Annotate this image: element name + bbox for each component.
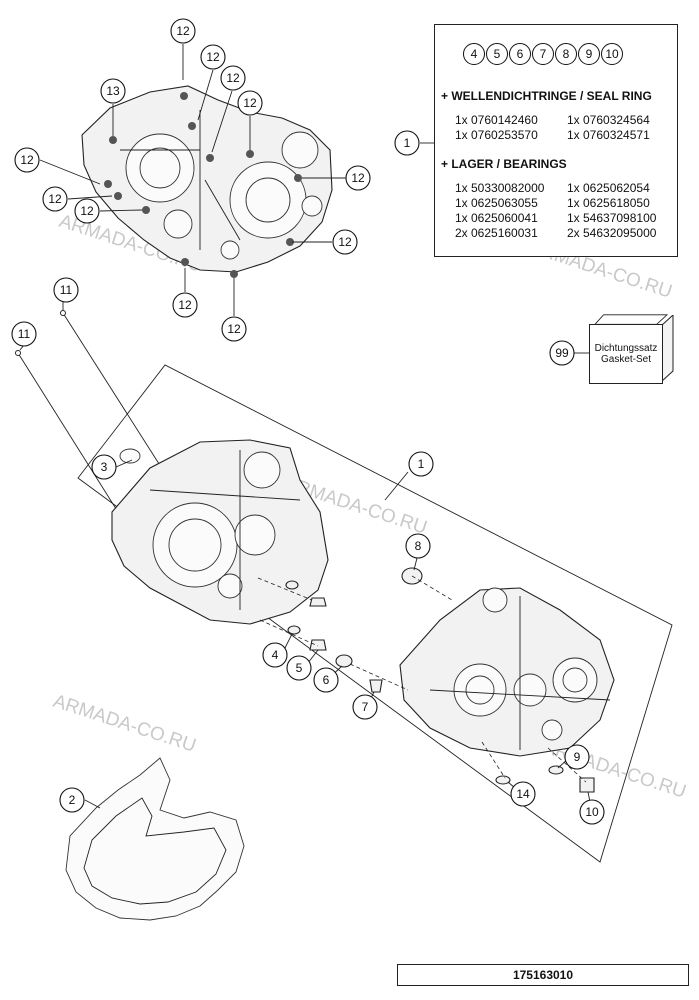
left-crankcase-half bbox=[111, 439, 329, 625]
svg-text:12: 12 bbox=[48, 192, 62, 206]
part-number: 1x 0760324571 bbox=[567, 128, 650, 142]
svg-text:12: 12 bbox=[206, 50, 220, 64]
callout-12-i: 12 bbox=[332, 229, 358, 255]
callout-9: 9 bbox=[564, 744, 590, 770]
part-number: 1x 0625060041 bbox=[455, 211, 538, 225]
kit-number: 7 bbox=[532, 43, 554, 65]
callout-4: 4 bbox=[262, 642, 288, 668]
callout-12-b: 12 bbox=[200, 44, 226, 70]
svg-text:13: 13 bbox=[106, 84, 120, 98]
svg-text:12: 12 bbox=[338, 235, 352, 249]
right-crankcase-half bbox=[399, 587, 615, 757]
crankcase-gasket bbox=[65, 757, 245, 921]
callout-12-c: 12 bbox=[220, 65, 246, 91]
callout-12-h: 12 bbox=[345, 165, 371, 191]
kit-number-row: 4 5 6 7 8 9 10 bbox=[463, 43, 623, 65]
kit-number: 8 bbox=[555, 43, 577, 65]
callout-12-e: 12 bbox=[14, 147, 40, 173]
part-number: 2x 54632095000 bbox=[567, 226, 657, 240]
callout-6: 6 bbox=[313, 667, 339, 693]
callout-2: 2 bbox=[59, 787, 85, 813]
part-number: 1x 50330082000 bbox=[455, 181, 545, 195]
gasket-set-label: Dichtungssatz Gasket-Set bbox=[589, 324, 663, 384]
svg-text:12: 12 bbox=[226, 71, 240, 85]
svg-text:4: 4 bbox=[272, 648, 279, 662]
callout-12-k: 12 bbox=[221, 316, 247, 342]
bearings-heading: + LAGER / BEARINGS bbox=[441, 157, 567, 171]
svg-text:9: 9 bbox=[574, 750, 581, 764]
gasket-set-box: Dichtungssatz Gasket-Set bbox=[589, 314, 674, 384]
part-number: 1x 0625063055 bbox=[455, 196, 538, 210]
svg-text:12: 12 bbox=[80, 204, 94, 218]
callout-12-j: 12 bbox=[172, 292, 198, 318]
kit-number: 10 bbox=[601, 43, 623, 65]
kit-number: 6 bbox=[509, 43, 531, 65]
part-number: 1x 0625618050 bbox=[567, 196, 650, 210]
callout-1-top: 1 bbox=[394, 130, 420, 156]
svg-text:8: 8 bbox=[415, 539, 422, 553]
part-number: 1x 0760253570 bbox=[455, 128, 538, 142]
callout-1-main: 1 bbox=[408, 451, 434, 477]
crankcase-gasket-inner bbox=[83, 797, 227, 905]
svg-text:12: 12 bbox=[178, 298, 192, 312]
callout-12-a: 12 bbox=[170, 18, 196, 44]
svg-text:99: 99 bbox=[555, 346, 569, 360]
callout-12-g: 12 bbox=[74, 198, 100, 224]
kit-number: 4 bbox=[463, 43, 485, 65]
callout-10: 10 bbox=[579, 799, 605, 825]
callout-13: 13 bbox=[100, 78, 126, 104]
svg-text:10: 10 bbox=[585, 805, 599, 819]
gasket-set-line1: Dichtungssatz bbox=[594, 343, 658, 354]
svg-text:2: 2 bbox=[69, 793, 76, 807]
svg-text:1: 1 bbox=[404, 136, 411, 150]
bearings-list: 1x 50330082000 1x 0625062054 1x 06250630… bbox=[455, 181, 679, 241]
callout-8: 8 bbox=[405, 533, 431, 559]
svg-text:12: 12 bbox=[176, 24, 190, 38]
part-number: 1x 0625062054 bbox=[567, 181, 650, 195]
svg-text:5: 5 bbox=[296, 661, 303, 675]
seal-ring-heading: + WELLENDICHTRINGE / SEAL RING bbox=[441, 89, 652, 103]
part-number: 1x 54637098100 bbox=[567, 211, 657, 225]
overview-leaders bbox=[39, 44, 346, 316]
callout-7: 7 bbox=[352, 694, 378, 720]
callout-5: 5 bbox=[286, 655, 312, 681]
svg-text:12: 12 bbox=[227, 322, 241, 336]
svg-text:12: 12 bbox=[20, 153, 34, 167]
part-number: 2x 0625160031 bbox=[455, 226, 538, 240]
kit-number: 5 bbox=[486, 43, 508, 65]
callout-11-b: 11 bbox=[11, 321, 37, 347]
crankcase-overview bbox=[81, 85, 333, 278]
seal-ring-list: 1x 0760142460 1x 0760324564 1x 076025357… bbox=[455, 113, 679, 143]
svg-text:12: 12 bbox=[243, 96, 257, 110]
svg-text:14: 14 bbox=[516, 787, 530, 801]
svg-text:3: 3 bbox=[101, 460, 108, 474]
svg-text:6: 6 bbox=[323, 673, 330, 687]
part-number: 1x 0760142460 bbox=[455, 113, 538, 127]
callout-14: 14 bbox=[510, 781, 536, 807]
watermark-bottom-left: ARMADA-CO.RU bbox=[50, 691, 198, 757]
callout-11-a: 11 bbox=[53, 277, 79, 303]
kit-number: 9 bbox=[578, 43, 600, 65]
gasket-set-line2: Gasket-Set bbox=[600, 354, 652, 365]
callout-12-d: 12 bbox=[237, 90, 263, 116]
part-number: 1x 0760324564 bbox=[567, 113, 650, 127]
svg-text:1: 1 bbox=[418, 457, 425, 471]
svg-text:11: 11 bbox=[60, 283, 73, 297]
assembly-frame bbox=[77, 364, 673, 863]
svg-text:11: 11 bbox=[18, 327, 31, 341]
svg-text:12: 12 bbox=[351, 171, 365, 185]
svg-text:7: 7 bbox=[362, 700, 369, 714]
callout-99: 99 bbox=[549, 340, 575, 366]
callout-3: 3 bbox=[91, 454, 117, 480]
kit-contents-box: 4 5 6 7 8 9 10 + WELLENDICHTRINGE / SEAL… bbox=[434, 24, 678, 257]
small-parts bbox=[257, 567, 595, 793]
callout-12-f: 12 bbox=[42, 186, 68, 212]
drawing-number: 175163010 bbox=[397, 964, 689, 986]
